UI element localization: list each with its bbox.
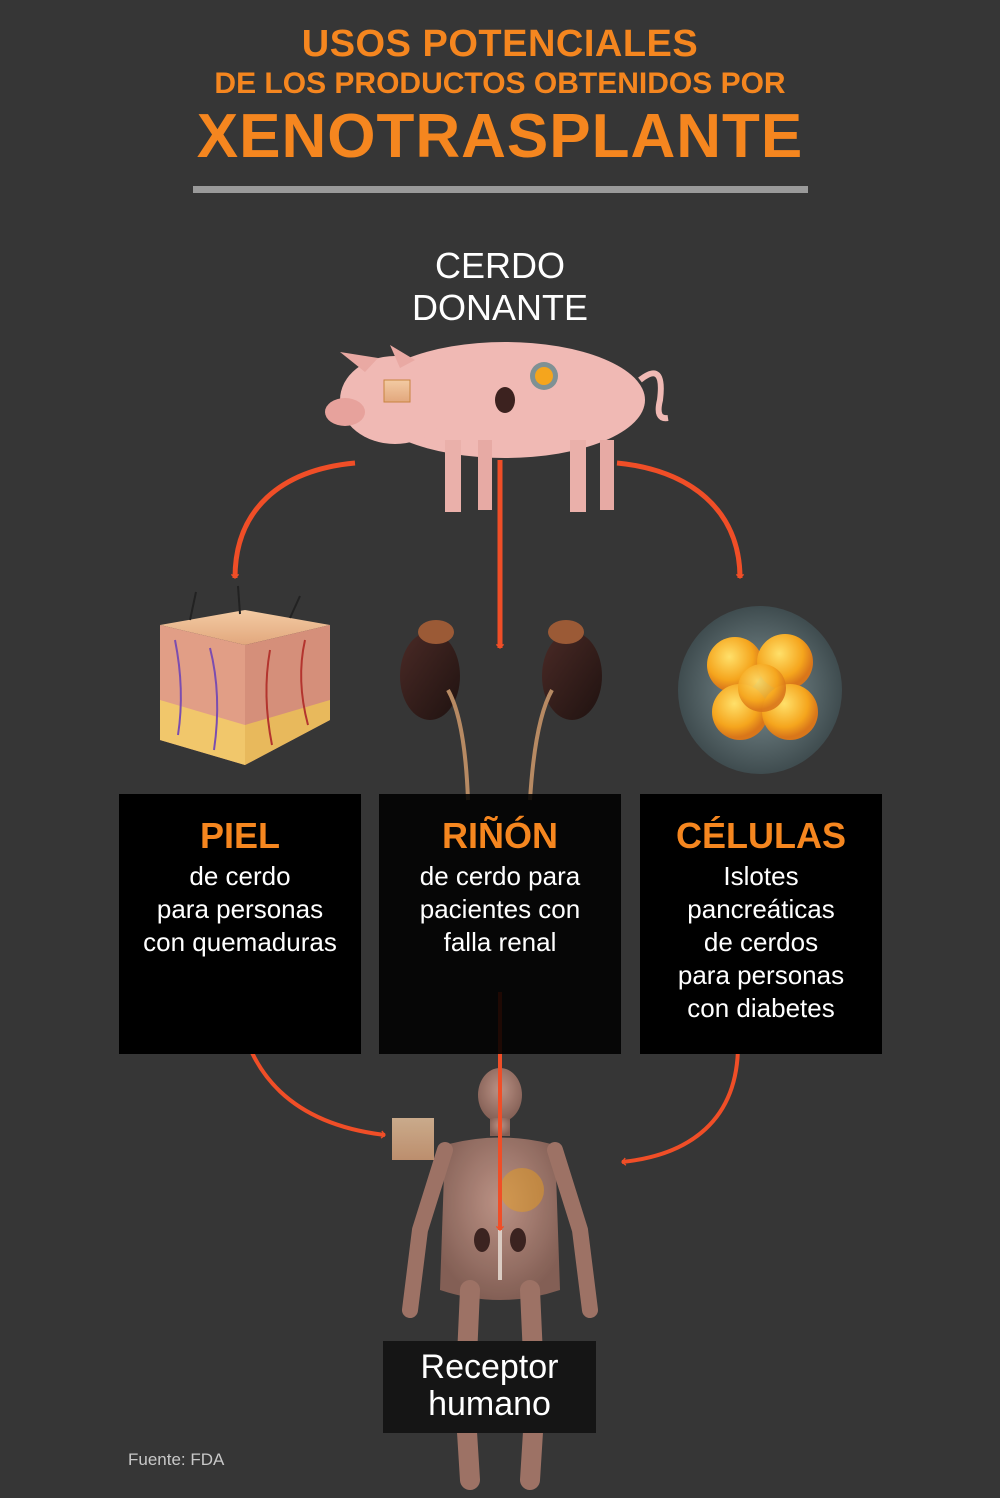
desc-line: Islotes [723, 861, 799, 891]
donor-label: CERDO DONANTE [350, 245, 650, 329]
product-title-kidney: RIÑÓN [442, 815, 558, 856]
product-box-cells: CÉLULAS Islotes pancreáticas de cerdos p… [640, 794, 882, 1054]
desc-line: para personas [677, 960, 845, 990]
desc-line: de cerdo para [419, 861, 581, 891]
product-box-kidney: RIÑÓN de cerdo para pacientes con falla … [379, 794, 621, 1054]
title-divider [193, 186, 808, 193]
arrow-to-skin [230, 460, 356, 579]
arrow-to-cells [616, 460, 745, 579]
title-block: USOS POTENCIALES DE LOS PRODUCTOS OBTENI… [0, 22, 1000, 172]
product-desc-kidney: de cerdo para pacientes con falla renal [379, 860, 621, 959]
product-desc-cells: Islotes pancreáticas de cerdos para pers… [640, 860, 882, 1025]
desc-line: de cerdo [189, 861, 291, 891]
title-line-1: USOS POTENCIALES [301, 23, 699, 65]
desc-line: con diabetes [687, 993, 835, 1023]
pig-illustration [325, 342, 669, 512]
source-note: Fuente: FDA [128, 1450, 225, 1469]
receptor-line-2: humano [428, 1385, 551, 1423]
product-title-skin: PIEL [199, 815, 280, 856]
islet-cells-illustration [678, 606, 842, 774]
receptor-line-1: Receptor [420, 1348, 559, 1386]
desc-line: pacientes con [419, 894, 581, 924]
desc-line: falla renal [443, 927, 557, 957]
arrow-cells-to-human [621, 1044, 740, 1166]
desc-line: pancreáticas [687, 894, 835, 924]
product-desc-skin: de cerdo para personas con quemaduras [119, 860, 361, 959]
desc-line: con quemaduras [143, 927, 337, 957]
receptor-label: Receptor humano [383, 1341, 596, 1433]
skin-tissue-illustration [160, 585, 330, 765]
desc-line: para personas [156, 894, 324, 924]
kidney-illustration [400, 620, 602, 801]
desc-line: de cerdos [703, 927, 819, 957]
product-title-cells: CÉLULAS [676, 815, 846, 856]
donor-line-2: DONANTE [411, 287, 588, 328]
title-line-2: DE LOS PRODUCTOS OBTENIDOS POR [214, 67, 786, 100]
title-line-3: XENOTRASPLANTE [196, 102, 804, 171]
donor-line-1: CERDO [434, 245, 565, 286]
product-box-skin: PIEL de cerdo para personas con quemadur… [119, 794, 361, 1054]
